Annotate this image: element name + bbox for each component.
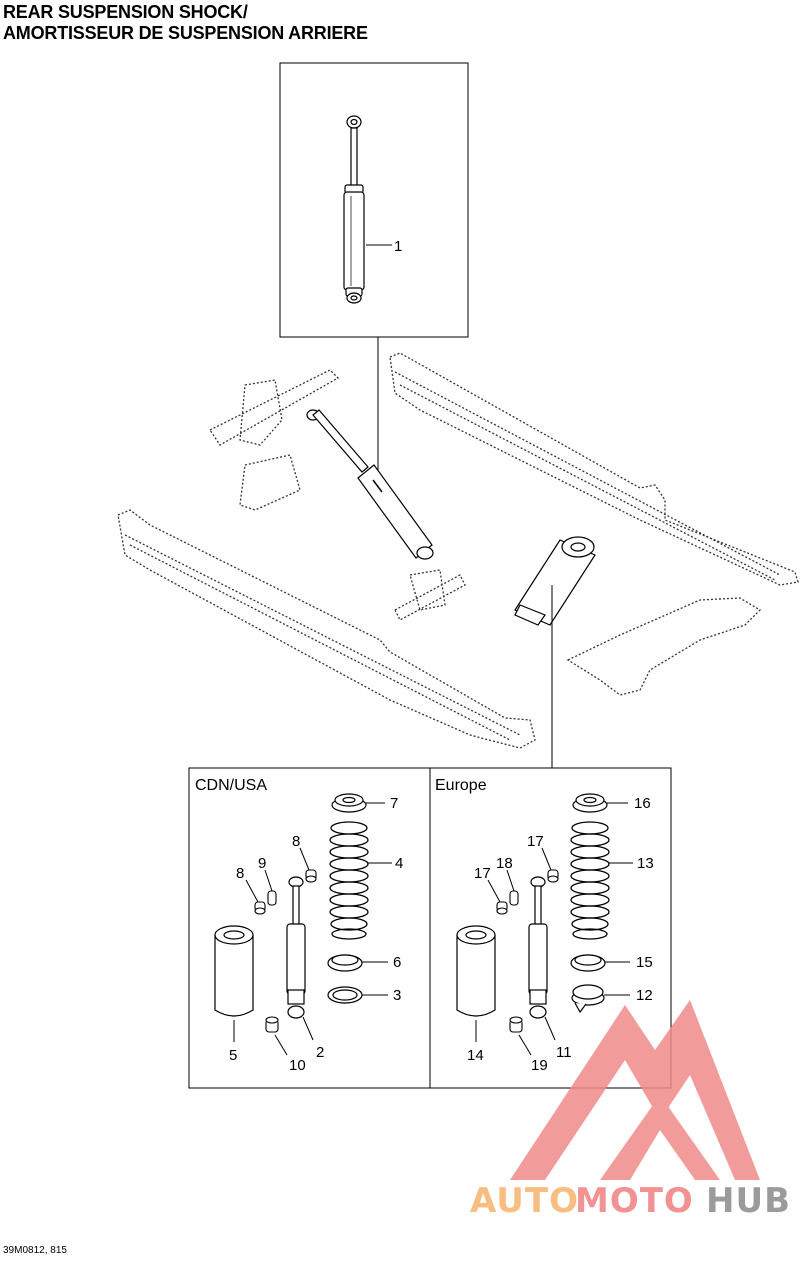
spring-retainer-7[interactable] (331, 793, 367, 813)
callout-5: 5 (229, 1047, 237, 1064)
coil-spring-13[interactable] (570, 821, 610, 940)
spring-seat-6[interactable] (327, 954, 363, 972)
spring-seat-15[interactable] (570, 954, 606, 972)
rear-shock-in-frame[interactable] (514, 536, 596, 626)
leader-9 (264, 869, 273, 892)
bushing-8a[interactable] (254, 901, 266, 915)
detail-box-europe (429, 767, 672, 1089)
region-label-cdn-usa: CDN/USA (195, 777, 267, 794)
shock-boot-14[interactable] (456, 925, 496, 1017)
diagram-reference-code: 39M0812, 815 (3, 1245, 67, 1256)
bushing-19[interactable] (509, 1016, 523, 1033)
bushing-17a[interactable] (496, 901, 508, 915)
leader-17a (487, 879, 501, 903)
automotohub-logo: AUTO MOTO HUB (470, 1000, 791, 1221)
logo-text-hub: HUB (706, 1181, 791, 1221)
callout-3: 3 (393, 987, 401, 1004)
leader-17b (541, 847, 552, 871)
washer-3[interactable] (327, 986, 363, 1004)
leader-2 (302, 1016, 314, 1041)
page-title: REAR SUSPENSION SHOCK/ AMORTISSEUR DE SU… (3, 2, 368, 44)
logo-text-auto: AUTO (470, 1181, 579, 1221)
bushing-17b[interactable] (547, 869, 559, 883)
logo-text-moto: MOTO (575, 1181, 694, 1221)
callout-16: 16 (634, 795, 651, 812)
bushing-8b[interactable] (305, 869, 317, 883)
callout-18: 18 (496, 855, 513, 872)
leader-8a (245, 879, 259, 903)
callout-19: 19 (531, 1057, 548, 1074)
shock-body-11[interactable] (528, 876, 548, 1019)
leader-8b (299, 847, 310, 871)
callout-12: 12 (636, 987, 653, 1004)
bushing-10[interactable] (265, 1016, 279, 1033)
leader-18 (506, 869, 515, 892)
shock-absorber-1[interactable] (343, 115, 365, 304)
callout-17a: 17 (474, 865, 491, 882)
callout-6: 6 (393, 954, 401, 971)
callout-15: 15 (636, 954, 653, 971)
logo-triangle-mark (510, 1000, 760, 1180)
callout-10: 10 (289, 1057, 306, 1074)
callout-4: 4 (395, 855, 403, 872)
front-shock-in-frame[interactable] (306, 409, 434, 560)
callout-8a: 8 (236, 865, 244, 882)
shock-boot-5[interactable] (214, 925, 254, 1017)
region-label-europe: Europe (435, 777, 487, 794)
sleeve-18[interactable] (509, 890, 519, 906)
title-line-1: REAR SUSPENSION SHOCK/ (3, 2, 248, 22)
callout-1: 1 (394, 238, 402, 255)
callout-2: 2 (316, 1044, 324, 1061)
leader-19 (518, 1034, 532, 1056)
leader-10 (274, 1034, 288, 1056)
sleeve-9[interactable] (267, 890, 277, 906)
callout-11: 11 (556, 1044, 572, 1061)
callout-9: 9 (258, 855, 266, 872)
callout-17b: 17 (527, 833, 544, 850)
coil-spring-4[interactable] (329, 821, 369, 940)
shock-body-2[interactable] (286, 876, 306, 1019)
callout-14: 14 (467, 1047, 484, 1064)
callout-7: 7 (390, 795, 398, 812)
callout-13: 13 (637, 855, 654, 872)
rear-suspension-frame (117, 352, 799, 749)
callout-8b: 8 (292, 833, 300, 850)
spring-retainer-16[interactable] (572, 793, 608, 813)
adjuster-ring-12[interactable] (571, 984, 605, 1014)
leader-11 (544, 1016, 556, 1041)
title-line-2: AMORTISSEUR DE SUSPENSION ARRIERE (3, 23, 368, 43)
detail-box-shock (279, 62, 469, 338)
